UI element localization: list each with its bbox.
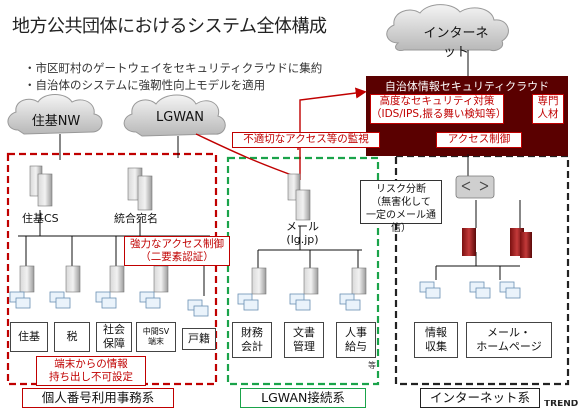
etc-mark: 等	[368, 361, 376, 370]
tile-koseki: 戸籍	[182, 328, 216, 350]
mail-server	[287, 173, 311, 221]
risk-line2: （無害化して	[371, 197, 431, 208]
advanced-security-box: 高度なセキュリティ対策 （IDS/IPS,振る舞い検知等）	[370, 94, 507, 124]
juki-cs-label: 住基CS	[22, 212, 59, 225]
tile-finance-line1: 財務	[241, 326, 263, 339]
juki-cs-server	[29, 165, 53, 207]
mail-line1: メール	[286, 220, 319, 233]
tile-social: 社会 保障	[96, 322, 132, 352]
tile-info-line1: 情報	[425, 326, 447, 339]
page-title: 地方公共団体におけるシステム全体構成	[12, 16, 327, 37]
internet-cloud	[386, 4, 509, 51]
strong-access-line2: （二要素認証）	[140, 251, 214, 263]
specialist-staff-box: 専門 人材	[532, 94, 564, 124]
tile-mail-web: メール・ ホームページ	[466, 322, 552, 358]
tile-info-gathering: 情報 収集	[414, 322, 458, 358]
internet-red-servers	[462, 228, 532, 258]
tile-info-line2: 収集	[425, 340, 447, 353]
tile-hr: 人事 給与	[336, 322, 376, 358]
pc-icons	[9, 281, 521, 317]
togo-server	[127, 167, 153, 211]
monitor-callout: 不適切なアクセス等の監視	[232, 132, 380, 148]
lgwan-cloud	[123, 94, 226, 137]
router-icon	[455, 175, 495, 199]
staff-line2: 人材	[537, 108, 559, 120]
tile-documents-line1: 文書	[293, 326, 315, 339]
strong-access-callout: 強力なアクセス制御 （二要素認証）	[124, 236, 230, 266]
staff-line1: 専門	[537, 95, 559, 107]
tile-koseki-label: 戸籍	[188, 332, 210, 345]
strong-access-line1: 強力なアクセス制御	[130, 238, 224, 250]
lgwan-segment-label: LGWAN接続系	[240, 388, 366, 408]
risk-line1: リスク分断	[376, 184, 426, 195]
tile-social-line2: 保障	[103, 337, 125, 350]
lgwan-zone	[226, 156, 380, 386]
risk-line3: 一定のメール通信）	[366, 210, 436, 234]
security-cloud-header: 自治体情報セキュリティクラウド	[384, 80, 550, 93]
internet-cloud-label: インターネット	[423, 26, 489, 60]
tile-documents-line2: 管理	[293, 340, 315, 353]
mail-line2: (lg.jp)	[286, 233, 319, 246]
risk-callout: リスク分断 （無害化して 一定のメール通信）	[360, 180, 442, 234]
access-control-box: アクセス制御	[436, 132, 522, 148]
tile-tax-label: 税	[66, 330, 78, 343]
logo-fragment: TREND	[544, 400, 580, 409]
tile-finance: 財務 会計	[232, 322, 272, 358]
tile-intermediate-sv: 中間SV 端末	[136, 322, 176, 352]
tile-finance-line2: 会計	[241, 340, 263, 353]
tile-sv-line1: 中間SV	[142, 327, 170, 336]
tile-hr-line1: 人事	[345, 326, 367, 339]
tile-documents: 文書 管理	[284, 322, 324, 358]
tile-social-line1: 社会	[103, 323, 125, 336]
tile-juki-label: 住基	[18, 330, 40, 343]
lgwan-cloud-label: LGWAN	[155, 110, 205, 125]
internet-segment-label: インターネット系	[420, 388, 540, 408]
juki-nw-cloud-label: 住基NW	[31, 114, 81, 129]
logo-text: TREND	[544, 400, 579, 409]
advanced-security-line2: （IDS/IPS,振る舞い検知等）	[371, 108, 507, 120]
mail-server-label: メール (lg.jp)	[286, 220, 319, 246]
tile-mail-web-line1: メール・	[487, 326, 531, 339]
advanced-security-line1: 高度なセキュリティ対策	[379, 95, 495, 107]
juki-nw-cloud	[7, 94, 103, 135]
togo-label: 統合宛名	[114, 212, 158, 225]
terminal-line2: 持ち出し不可設定	[49, 371, 133, 383]
lgwan-row-servers	[251, 267, 367, 295]
terminal-line1: 端末からの情報	[54, 358, 128, 370]
internet-zone	[394, 154, 570, 386]
tile-hr-line2: 給与	[345, 340, 367, 353]
tile-tax: 税	[54, 322, 90, 352]
mynumber-segment-label: 個人番号利用事務系	[22, 388, 174, 408]
mynumber-row-servers	[19, 265, 169, 293]
bullet-resilience: ・自治体のシステムに強靭性向上モデルを適用	[24, 78, 266, 92]
tile-juki: 住基	[10, 322, 48, 352]
bullet-gateway: ・市区町村のゲートウェイをセキュリティクラウドに集約	[24, 61, 323, 75]
tile-mail-web-line2: ホームページ	[476, 340, 542, 353]
tile-sv-line2: 端末	[148, 337, 164, 346]
terminal-callout: 端末からの情報 持ち出し不可設定	[36, 356, 146, 386]
